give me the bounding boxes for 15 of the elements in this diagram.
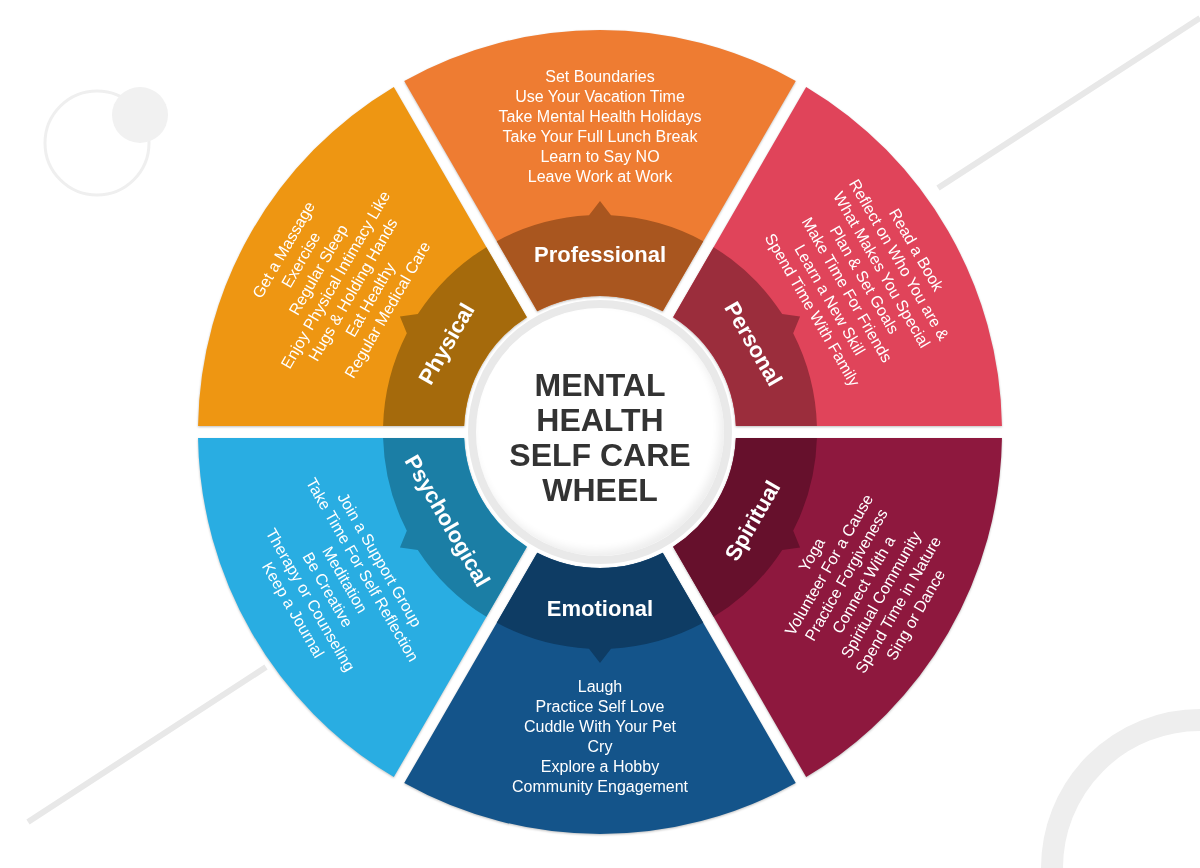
list-item: Use Your Vacation Time [514,87,686,107]
list-item: Cuddle With Your Pet [522,717,678,737]
list-item: Practice Self Love [534,697,666,717]
list-item: Laugh [576,677,624,697]
list-item: Learn to Say NO [539,147,661,167]
segment-title: Professional [534,242,666,268]
list-item: Set Boundaries [544,67,656,87]
list-item: Cry [586,737,614,757]
list-item: Community Engagement [510,777,690,797]
segment-title: Emotional [546,596,654,622]
list-item: Take Your Full Lunch Break [501,127,699,147]
list-item: Explore a Hobby [539,757,661,777]
list-item: Leave Work at Work [526,167,674,187]
list-item: Take Mental Health Holidays [497,107,703,127]
wheel-title: MENTAL HEALTH SELF CARE WHEEL [508,367,692,508]
